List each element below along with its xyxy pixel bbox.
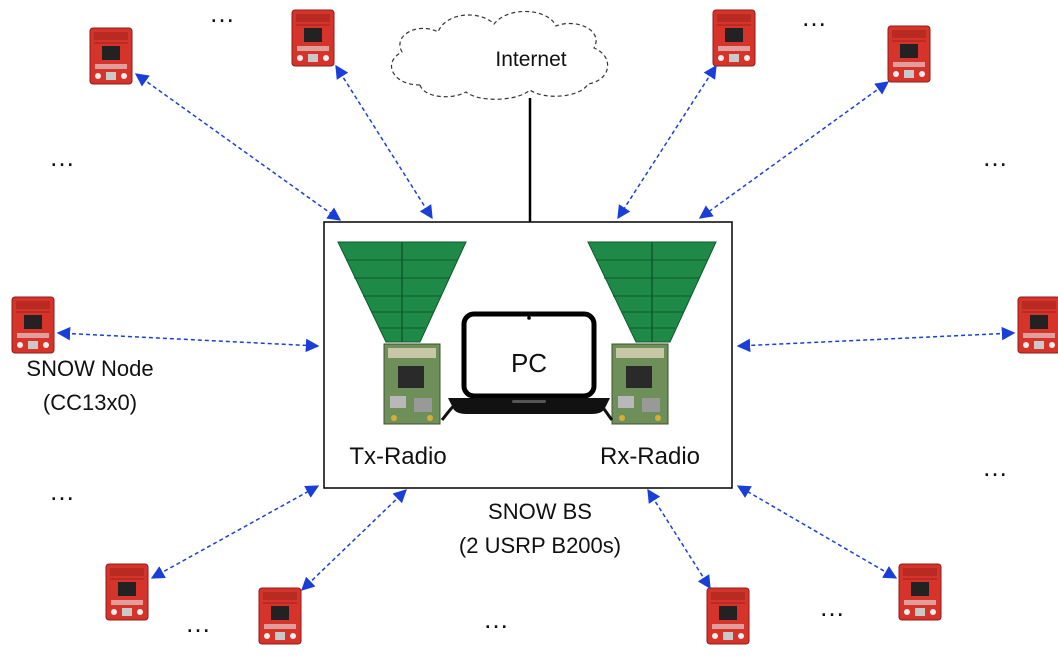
ellipsis: … (982, 142, 1008, 172)
link-line (335, 64, 433, 220)
pc-label: PC (511, 348, 547, 378)
sensor-board-icon (898, 563, 942, 621)
rx-usrp-board-icon (611, 343, 669, 425)
sensor-board-icon (706, 587, 750, 645)
link-line (150, 485, 320, 579)
base-station-detail: (2 USRP B200s) (459, 533, 621, 558)
ellipsis: … (801, 2, 827, 32)
cloud-icon (390, 10, 609, 100)
ellipsis: … (185, 608, 211, 638)
node-name-label: SNOW Node (26, 356, 153, 381)
sensor-board-icon (1017, 296, 1058, 354)
tx-radio-label: Tx-Radio (349, 443, 446, 470)
ellipsis: … (49, 476, 75, 506)
link-line (736, 485, 898, 579)
sensor-board-icon (11, 296, 55, 354)
link-line (617, 64, 717, 220)
internet-label: Internet (495, 48, 566, 71)
sensor-board-icon (712, 9, 756, 67)
ellipsis: … (819, 592, 845, 622)
rx-radio-label: Rx-Radio (600, 443, 700, 470)
sensor-board-icon (887, 25, 931, 83)
sensor-board-icon (105, 563, 149, 621)
base-station-name: SNOW BS (488, 499, 592, 524)
sensor-board-icon (89, 27, 133, 85)
link-line (134, 73, 342, 221)
sensor-board-icon (291, 9, 335, 67)
link-line (647, 488, 711, 590)
ellipsis: … (49, 142, 75, 172)
link-line (301, 489, 407, 591)
ellipsis: … (483, 604, 509, 634)
link-line (56, 326, 320, 353)
link-line (698, 81, 890, 219)
link-line (736, 326, 1016, 353)
sensor-board-icon (258, 587, 302, 645)
laptop-icon (448, 311, 610, 414)
tx-usrp-board-icon (383, 343, 441, 425)
node-chip-label: (CC13x0) (43, 390, 137, 415)
ellipsis: … (982, 452, 1008, 482)
ellipsis: … (209, 0, 235, 28)
